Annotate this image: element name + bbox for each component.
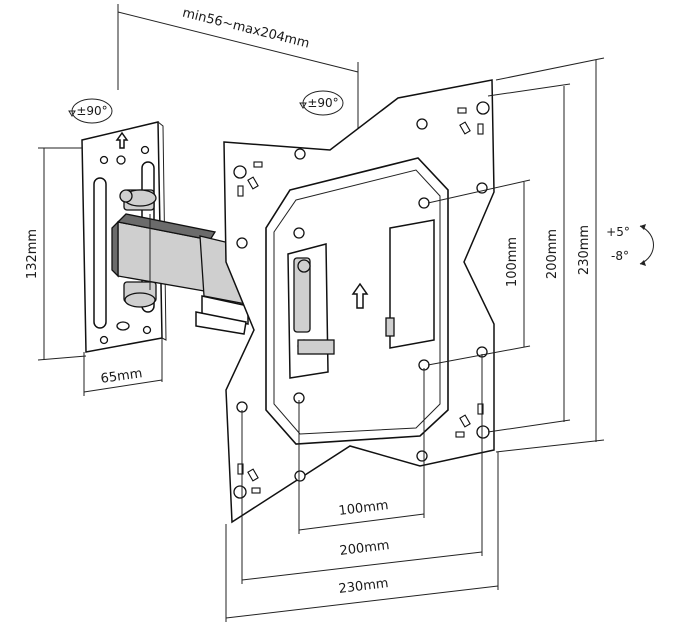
wall-plate-left-slot (93, 177, 107, 329)
tilt-indicator: +5° -8° (606, 224, 654, 266)
plate-230-height-dimension: 230mm (495, 57, 605, 453)
vesa-200-width-dimension: 200mm (241, 354, 483, 584)
vesa-100-height-label: 100mm (505, 237, 520, 287)
plate-230-width-label: 230mm (338, 576, 390, 597)
wall-swivel-badge: ±90° (68, 98, 113, 124)
tv-plate-up-arrow-icon (351, 282, 369, 309)
wall-swivel-label: ±90° (76, 104, 107, 118)
wall-plate-width-dimension: 65mm (83, 338, 163, 396)
head-swivel-badge: ±90° (299, 90, 344, 116)
tv-plate (223, 79, 495, 524)
vesa-200-height-label: 200mm (545, 229, 560, 279)
head-bracket-slot (293, 257, 311, 333)
wall-plate-height-dimension: 132mm (25, 147, 87, 361)
plate-230-height-label: 230mm (577, 225, 592, 275)
arm-range-label: min56~max204mm (181, 6, 311, 52)
wall-plate-height-label: 132mm (25, 229, 40, 279)
vesa-200-width-label: 200mm (339, 538, 391, 559)
wall-plate-width-label: 65mm (100, 366, 144, 387)
tilt-up-label: +5° (606, 225, 630, 239)
vesa-100-width-dimension: 100mm (298, 368, 425, 534)
vesa-100-width-label: 100mm (338, 498, 390, 519)
vesa-200-height-dimension: 200mm (487, 83, 571, 433)
tilt-down-label: -8° (611, 249, 629, 263)
head-swivel-label: ±90° (307, 96, 338, 110)
wall-plate-up-arrow-icon (115, 131, 129, 149)
plate-230-width-dimension: 230mm (225, 452, 499, 622)
vesa-100-height-dimension: 100mm (427, 179, 531, 366)
